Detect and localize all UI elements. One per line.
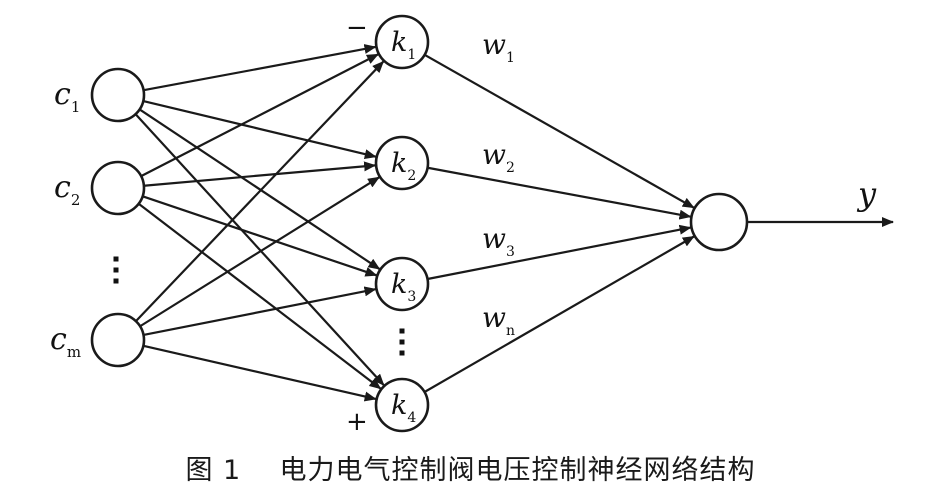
edge-c1-k4 xyxy=(134,113,385,386)
input-node-cm xyxy=(90,312,146,368)
connection-edges xyxy=(134,44,894,402)
hidden-node-k3 xyxy=(374,256,430,312)
edge-cm-k1 xyxy=(135,60,385,322)
input-ellipsis xyxy=(113,256,119,284)
edge-k4-output xyxy=(423,235,695,393)
weight-label-4: wn xyxy=(482,301,515,339)
input-node-c2 xyxy=(90,160,146,216)
hidden-node-k2 xyxy=(374,135,430,191)
hidden-label-k4: k4 xyxy=(391,390,416,426)
edge-c2-k4 xyxy=(137,202,382,390)
edge-c1-k1 xyxy=(143,44,377,92)
edge-c2-k1 xyxy=(140,53,379,178)
edge-cm-k4 xyxy=(143,344,377,402)
edge-k2-output xyxy=(427,166,692,220)
labels-layer: c1 c2 cm k1 k2 k3 k4 w1 w2 w3 wn y − + xyxy=(50,13,877,437)
nodes-layer xyxy=(90,14,749,433)
edge-c2-k3 xyxy=(142,195,378,277)
output-node xyxy=(689,192,749,252)
edge-c1-k2 xyxy=(143,99,377,160)
hidden-label-k2: k2 xyxy=(391,148,416,184)
output-label-y: y xyxy=(856,175,877,213)
hidden-ellipsis xyxy=(399,328,405,356)
neural-network-diagram: c1 c2 cm k1 k2 k3 k4 w1 w2 w3 wn y − + xyxy=(50,13,894,437)
hidden-node-k1 xyxy=(374,14,430,70)
figure-caption: 图 1 电力电气控制阀电压控制神经网络结构 xyxy=(185,455,756,486)
minus-sign: − xyxy=(346,13,368,43)
input-label-c2: c2 xyxy=(54,170,80,209)
weight-label-3: w3 xyxy=(482,222,515,260)
edge-cm-k2 xyxy=(139,176,380,328)
edge-c2-k2 xyxy=(143,161,377,187)
edge-k1-output xyxy=(424,53,695,209)
edge-k3-output xyxy=(427,224,692,281)
input-label-cm: cm xyxy=(50,322,81,361)
edge-cm-k3 xyxy=(143,286,377,337)
input-node-c1 xyxy=(90,67,146,123)
weight-label-2: w2 xyxy=(482,138,515,176)
hidden-node-k4 xyxy=(374,377,430,433)
hidden-label-k3: k3 xyxy=(391,269,416,305)
hidden-label-k1: k1 xyxy=(391,27,416,63)
plus-sign: + xyxy=(346,407,368,437)
edge-c1-k3 xyxy=(139,108,381,270)
input-label-c1: c1 xyxy=(54,77,80,116)
weight-label-1: w1 xyxy=(482,28,515,66)
